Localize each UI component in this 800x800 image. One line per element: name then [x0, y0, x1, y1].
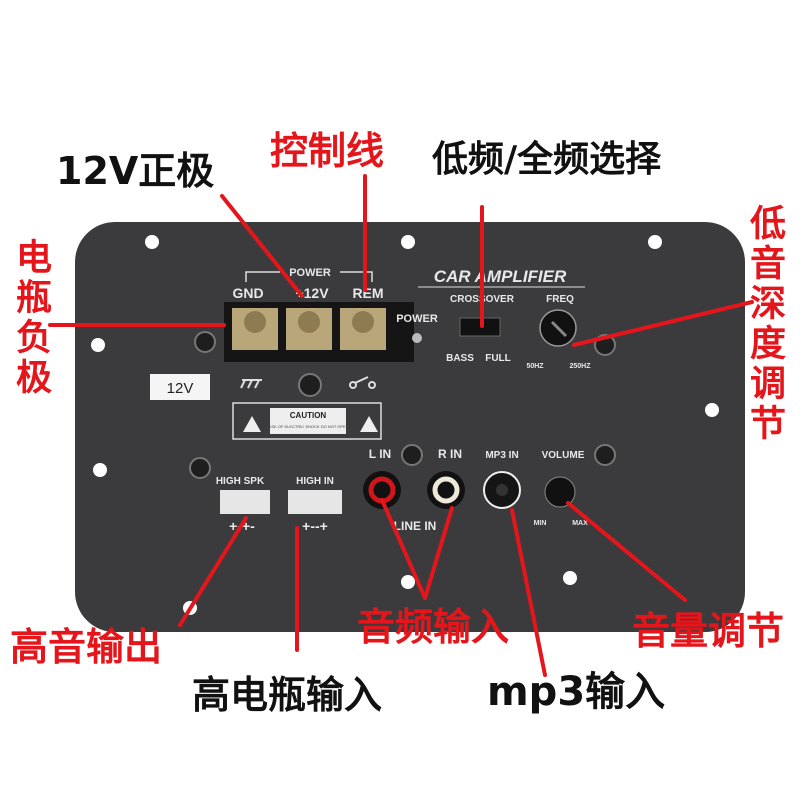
amplifier-panel	[75, 222, 745, 632]
screws	[189, 331, 616, 479]
full-label: FULL	[485, 353, 511, 364]
power-led-label: POWER	[396, 313, 438, 325]
freq-label: FREQ	[546, 294, 574, 305]
warning-icon	[243, 416, 378, 432]
r-in-label: R IN	[438, 447, 462, 461]
caution-text: RISK OF ELECTRIC SHOCK DO NOT OPEN	[267, 424, 348, 429]
annotation-control-wire: 控制线	[270, 129, 385, 173]
annotation-volume-adjust: 音量调节	[632, 609, 785, 653]
bass-label: BASS	[446, 353, 474, 364]
annotation-mp3-input: mp3输入	[487, 669, 666, 715]
high-in-connector[interactable]	[288, 490, 342, 514]
volume-max-label: MAX	[572, 520, 588, 527]
gnd-label: GND	[232, 285, 263, 301]
freq-min-label: 50HZ	[526, 363, 544, 370]
switch-symbol	[349, 376, 376, 389]
annotation-tweeter-output: 高音输出	[10, 625, 163, 669]
ground-symbol	[240, 379, 262, 389]
annotation-battery-negative: 电瓶负极	[10, 238, 51, 398]
volume-min-label: MIN	[534, 520, 547, 527]
annotation-audio-input: 音频输入	[357, 605, 510, 649]
power-group-label: POWER	[289, 267, 331, 279]
annotation-bass-depth: 低音深度调节	[744, 204, 785, 444]
power-terminal-block[interactable]	[224, 302, 414, 362]
high-spk-label: HIGH SPK	[216, 476, 265, 487]
rem-label: REM	[352, 285, 383, 301]
freq-max-label: 250HZ	[569, 363, 591, 370]
annotation-high-level-input: 高电瓶输入	[192, 673, 383, 717]
caution-label: CAUTION	[290, 411, 327, 420]
power-led	[412, 333, 422, 343]
line-in-label: LINE IN	[394, 519, 437, 533]
volume-label: VOLUME	[542, 450, 585, 461]
annotation-lines	[48, 174, 754, 677]
panel-title: CAR AMPLIFIER	[434, 267, 567, 286]
voltage-sticker: 12V	[167, 380, 194, 397]
plus12v-label: +12V	[295, 285, 329, 301]
volume-knob[interactable]	[544, 476, 576, 508]
mp3-in-label: MP3 IN	[485, 450, 518, 461]
annotation-crossover-select: 低频/全频选择	[432, 139, 662, 180]
annotation-positive-12v: 12V正极	[56, 149, 215, 193]
high-spk-connector[interactable]	[220, 490, 270, 514]
high-in-pins: +--+	[302, 518, 328, 534]
high-in-label: HIGH IN	[296, 476, 334, 487]
l-in-label: L IN	[369, 447, 391, 461]
